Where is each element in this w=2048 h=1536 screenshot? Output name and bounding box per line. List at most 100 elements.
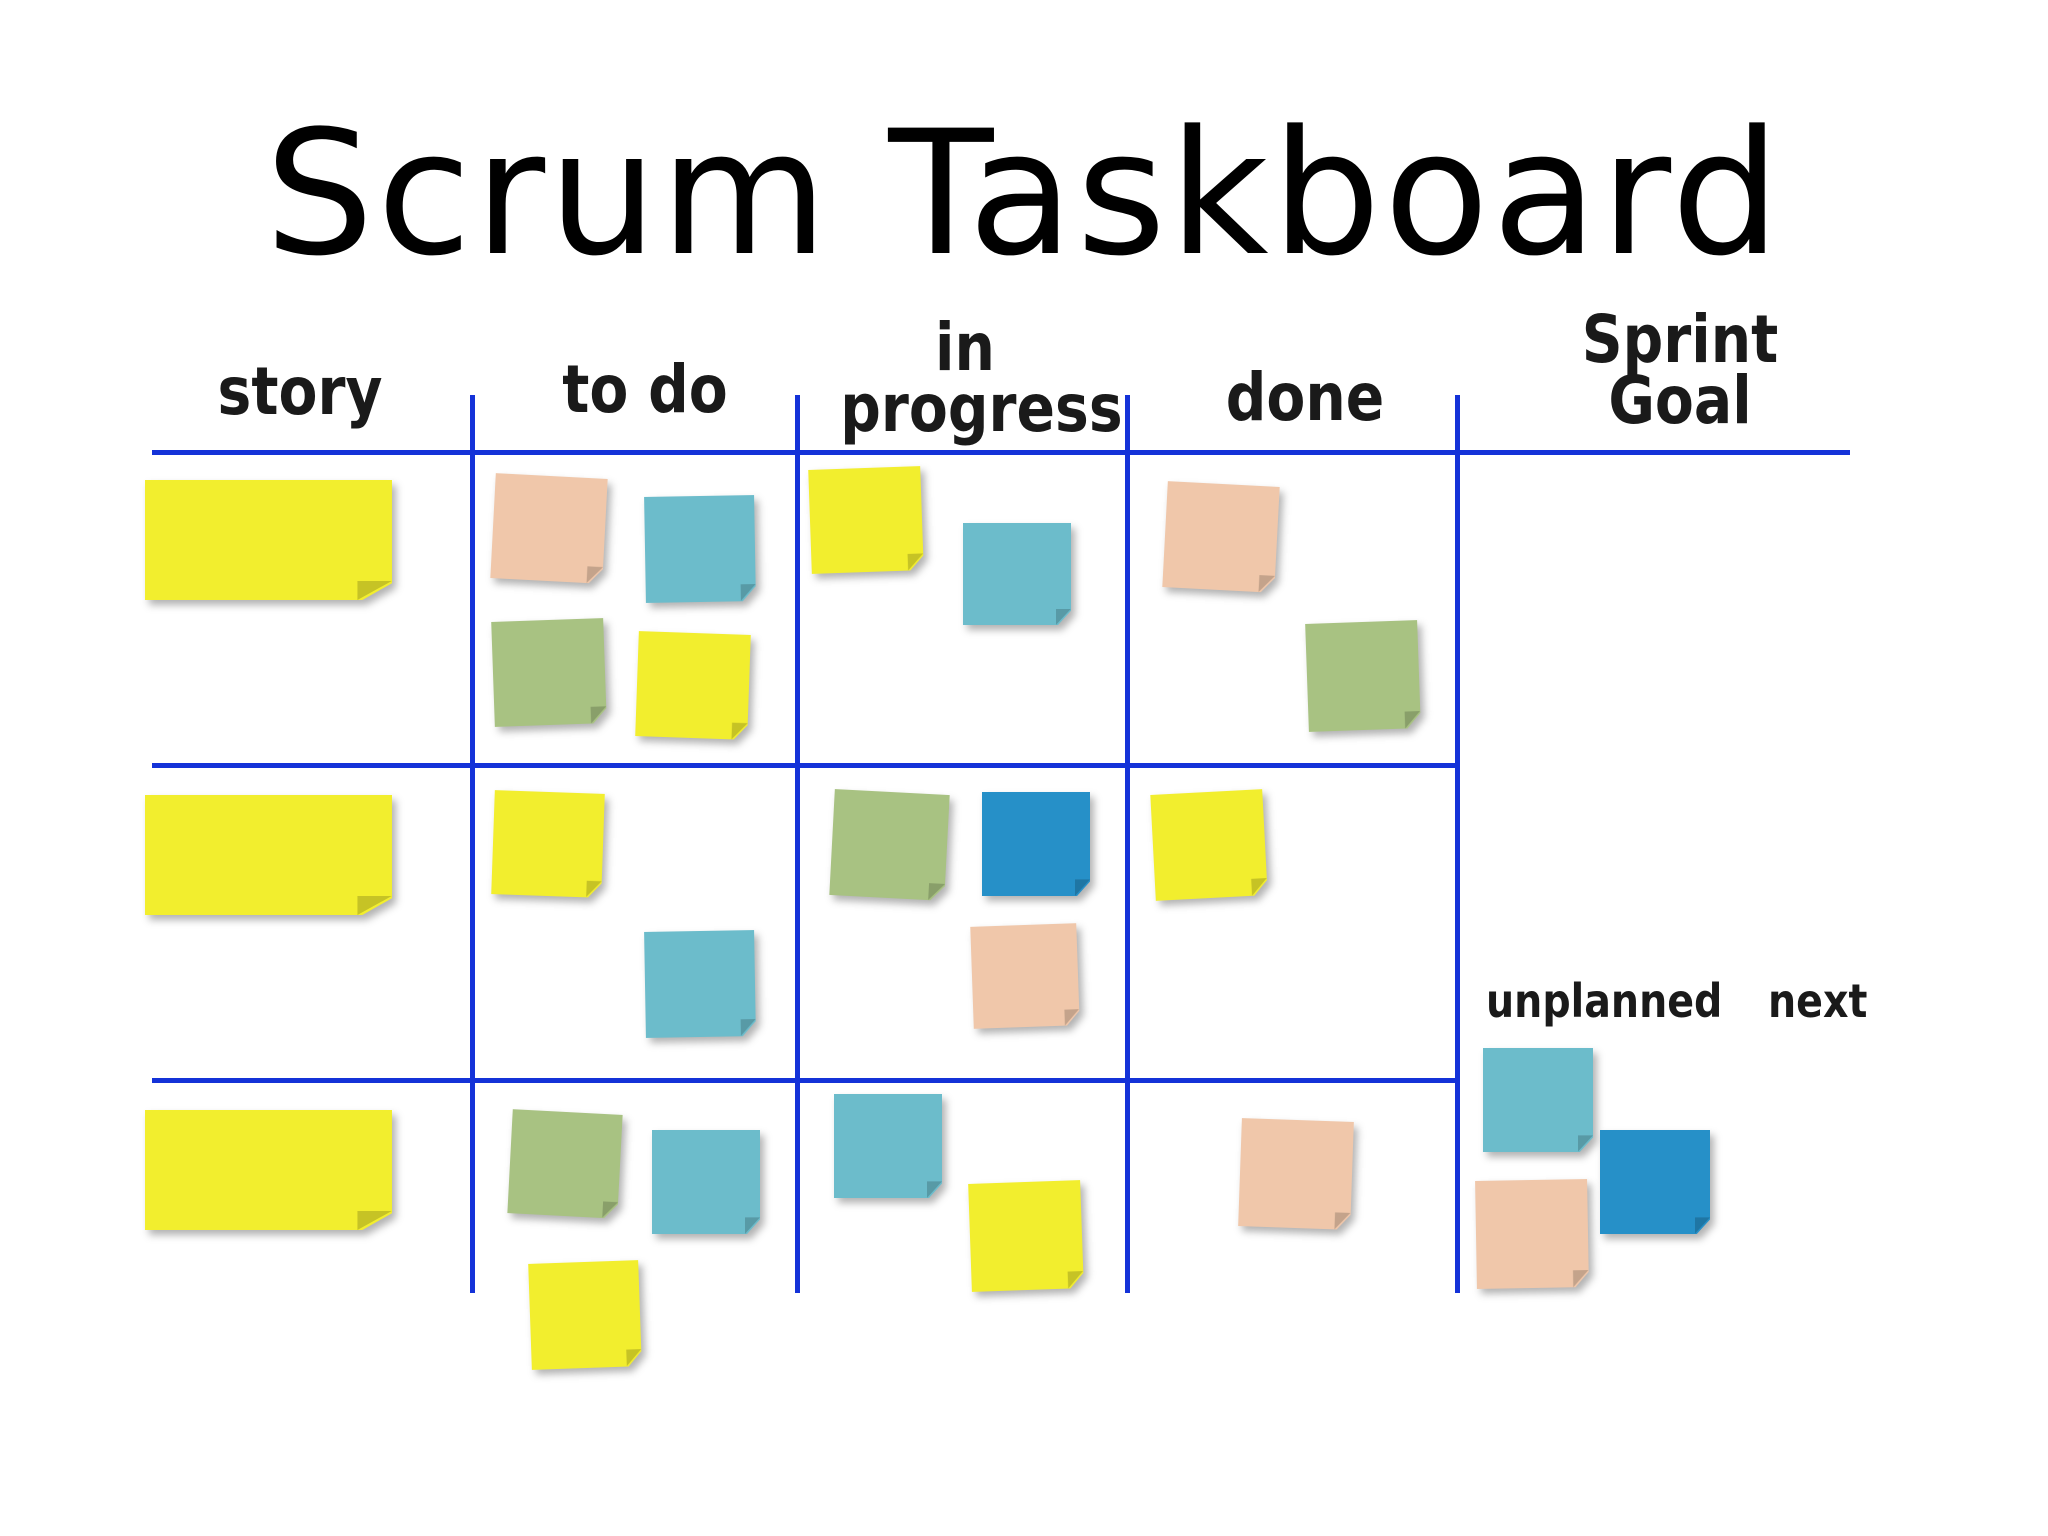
unplanned-task-note[interactable] <box>1483 1048 1593 1152</box>
column-header-done: done <box>1206 359 1404 436</box>
sticky-note-sheet <box>968 1180 1084 1292</box>
sticky-note-curl <box>1251 878 1268 896</box>
sticky-note-curl <box>602 1201 618 1218</box>
column-header-story: story <box>197 353 403 430</box>
sticky-note-sheet <box>528 1260 642 1370</box>
sticky-note-curl <box>740 584 756 601</box>
page-title: Scrum Taskboard <box>264 93 1784 294</box>
sub-column-header-next: next <box>1768 974 1868 1028</box>
column-header-sprint-goal: Sprint Goal <box>1560 301 1801 439</box>
column-header-done-label: done <box>1225 359 1385 436</box>
row-divider-line-2 <box>152 1078 1460 1083</box>
column-divider-line-3 <box>1125 395 1130 1293</box>
column-divider-line-4 <box>1455 395 1460 1293</box>
sticky-note-curl <box>357 580 392 600</box>
sticky-note-curl <box>591 706 607 723</box>
sticky-note-curl <box>1334 1212 1350 1230</box>
column-divider-line-2 <box>795 395 800 1293</box>
header-divider-line <box>152 450 1850 455</box>
sticky-note-sheet <box>1305 620 1421 732</box>
sticky-note-sheet <box>507 1109 622 1219</box>
in-progress-task-note[interactable] <box>829 789 949 901</box>
sticky-note-curl <box>1055 608 1071 625</box>
sticky-note-sheet <box>635 631 751 740</box>
todo-task-note[interactable] <box>491 618 607 727</box>
sticky-note-sheet <box>145 1110 392 1230</box>
in-progress-task-note[interactable] <box>963 523 1071 625</box>
story-card-row-1[interactable] <box>145 480 392 600</box>
column-header-story-label: story <box>217 353 383 430</box>
sticky-note-curl <box>928 883 945 901</box>
story-card-row-3[interactable] <box>145 1110 392 1230</box>
column-header-sprint-goal-line2: Goal <box>1608 361 1752 439</box>
sticky-note-sheet <box>145 480 392 600</box>
column-header-sprint-goal-line1: Sprint <box>1581 301 1779 378</box>
sticky-note-sheet <box>652 1130 760 1234</box>
in-progress-task-note[interactable] <box>834 1094 942 1198</box>
todo-task-note[interactable] <box>490 473 607 584</box>
in-progress-task-note[interactable] <box>982 792 1090 896</box>
sticky-note-curl <box>1258 575 1275 593</box>
sticky-note-curl <box>731 723 747 740</box>
sticky-note-sheet <box>491 790 605 898</box>
column-header-todo: to do <box>546 351 744 428</box>
sticky-note-sheet <box>1150 789 1267 901</box>
sticky-note-sheet <box>1162 481 1279 593</box>
sticky-note-curl <box>1573 1270 1589 1288</box>
done-task-note[interactable] <box>1238 1118 1354 1230</box>
sticky-note-sheet <box>963 523 1071 625</box>
todo-task-note[interactable] <box>644 495 756 603</box>
story-card-row-2[interactable] <box>145 795 392 915</box>
in-progress-task-note[interactable] <box>808 466 924 574</box>
row-divider-line-1 <box>152 763 1460 768</box>
sticky-note-curl <box>1694 1217 1710 1234</box>
sticky-note-curl <box>357 895 392 915</box>
todo-task-note[interactable] <box>491 790 605 898</box>
sticky-note-sheet <box>1238 1118 1354 1230</box>
sticky-note-curl <box>740 1019 756 1036</box>
sticky-note-sheet <box>644 495 756 603</box>
sticky-note-sheet <box>644 930 756 1038</box>
sticky-note-curl <box>587 566 604 584</box>
column-header-in-progress-line1: in <box>935 309 995 386</box>
sticky-note-sheet <box>145 795 392 915</box>
column-header-in-progress: in progress <box>840 309 1123 447</box>
sticky-note-sheet <box>829 789 949 901</box>
column-header-todo-label: to do <box>562 351 728 428</box>
sticky-note-sheet <box>490 473 607 584</box>
done-task-note[interactable] <box>1150 789 1267 901</box>
sticky-note-curl <box>926 1181 942 1198</box>
column-header-in-progress-line2: progress <box>840 369 1123 447</box>
unplanned-task-note[interactable] <box>1475 1179 1589 1289</box>
sticky-note-curl <box>1577 1135 1593 1152</box>
sticky-note-sheet <box>1600 1130 1710 1234</box>
sticky-note-curl <box>626 1349 642 1366</box>
done-task-note[interactable] <box>1162 481 1279 593</box>
todo-task-note[interactable] <box>644 930 756 1038</box>
todo-task-note[interactable] <box>652 1130 760 1234</box>
todo-task-note[interactable] <box>507 1109 622 1219</box>
sticky-note-sheet <box>808 466 924 574</box>
sticky-note-sheet <box>982 792 1090 896</box>
sticky-note-curl <box>1074 879 1090 896</box>
done-task-note[interactable] <box>1305 620 1421 732</box>
todo-task-note[interactable] <box>528 1260 642 1370</box>
sticky-note-sheet <box>834 1094 942 1198</box>
sticky-note-curl <box>357 1210 392 1230</box>
sticky-note-sheet <box>1475 1179 1589 1289</box>
sticky-note-curl <box>744 1217 760 1234</box>
sticky-note-curl <box>1064 1009 1079 1026</box>
column-divider-line-1 <box>470 395 475 1293</box>
sticky-note-sheet <box>1483 1048 1593 1152</box>
todo-task-note[interactable] <box>635 631 751 740</box>
sticky-note-sheet <box>491 618 607 727</box>
next-task-note[interactable] <box>1600 1130 1710 1234</box>
sticky-note-sheet <box>970 923 1079 1029</box>
in-progress-task-note[interactable] <box>970 923 1079 1029</box>
sub-column-header-unplanned: unplanned <box>1486 974 1723 1028</box>
sticky-note-curl <box>1068 1271 1084 1289</box>
sticky-note-curl <box>908 553 924 570</box>
in-progress-task-note[interactable] <box>968 1180 1084 1292</box>
sticky-note-curl <box>1405 711 1421 729</box>
sticky-note-curl <box>586 881 602 898</box>
